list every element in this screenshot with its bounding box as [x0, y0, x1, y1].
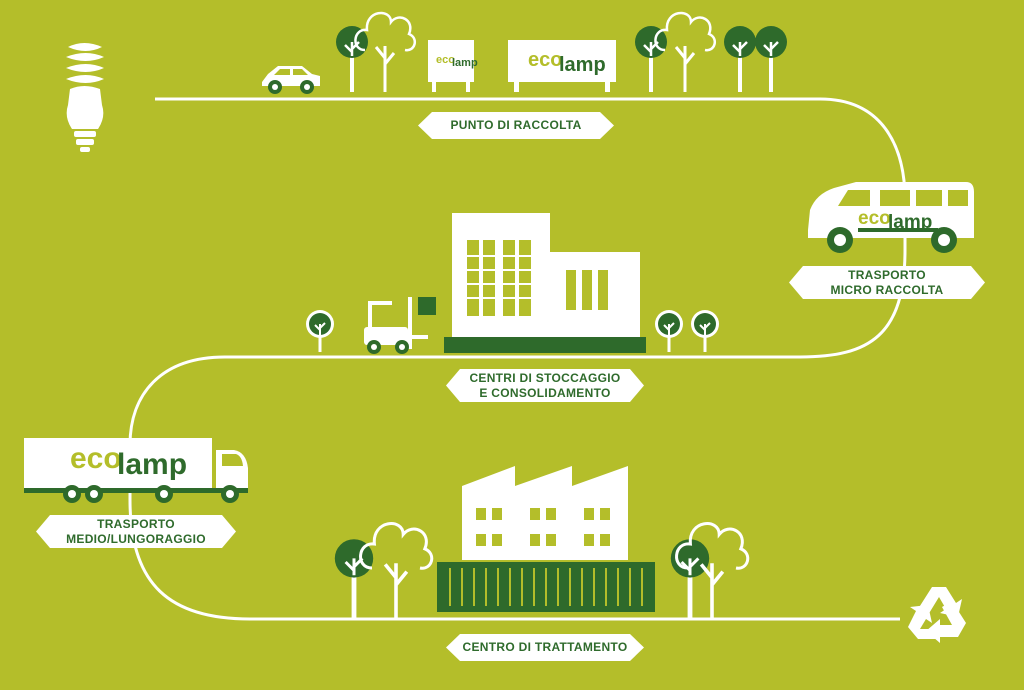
car-icon	[262, 66, 320, 94]
logo-bin-small: eco lamp	[436, 54, 478, 69]
logo-van: eco lamp	[858, 208, 932, 233]
tree-group-top-left	[334, 11, 417, 94]
collection-bin-large	[508, 40, 616, 92]
truck-icon	[24, 438, 248, 503]
svg-text:lamp: lamp	[117, 448, 187, 481]
label-centro-di-trattamento: CENTRO DI TRATTAMENTO	[446, 634, 644, 661]
svg-text:eco: eco	[70, 442, 122, 475]
svg-text:eco: eco	[436, 54, 455, 66]
label-trasporto-micro-raccolta: TRASPORTO MICRO RACCOLTA	[789, 266, 985, 299]
tree-group-top-right	[633, 11, 789, 94]
svg-text:lamp: lamp	[559, 54, 606, 76]
label-trasporto-medio-lungoraggio: TRASPORTO MEDIO/LUNGORAGGIO	[36, 515, 236, 548]
svg-text:lamp: lamp	[452, 57, 478, 69]
label-punto-di-raccolta: PUNTO DI RACCOLTA	[418, 112, 614, 139]
logo-truck: eco lamp	[70, 442, 187, 481]
label-centri-di-stoccaggio: CENTRI DI STOCCAGGIO E CONSOLIDAMENTO	[446, 369, 644, 402]
recycle-icon	[908, 587, 966, 643]
svg-text:lamp: lamp	[888, 212, 932, 233]
storage-building	[444, 213, 646, 353]
van-icon	[808, 182, 974, 253]
svg-text:eco: eco	[858, 208, 891, 229]
treatment-plant	[437, 466, 655, 612]
collection-bin-small	[428, 40, 474, 92]
energy-saving-bulb-icon	[66, 43, 104, 152]
forklift-icon	[364, 297, 436, 354]
route-line	[128, 97, 907, 621]
logo-bin-large: eco lamp	[528, 49, 606, 76]
svg-text:eco: eco	[528, 49, 562, 71]
